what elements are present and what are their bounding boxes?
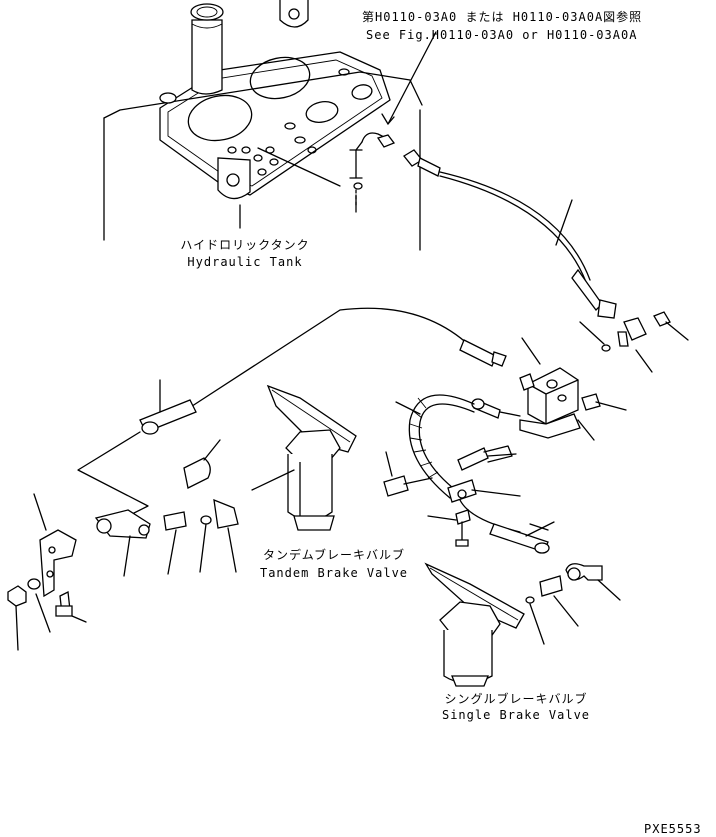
- reference-note-en: See Fig.H0110-03A0 or H0110-03A0A: [366, 28, 638, 42]
- tandem-brake-valve-label-en: Tandem Brake Valve: [259, 566, 409, 580]
- single-brake-valve-label-jp: シングルブレーキバルブ: [444, 692, 588, 706]
- single-brake-valve: [424, 562, 525, 687]
- drawing-code: PXE5553: [644, 822, 702, 836]
- hydraulic-tank-label-jp: ハイドロリックタンク: [180, 238, 310, 252]
- tandem-brake-valve: [94, 384, 357, 577]
- reference-note-jp: 第H0110-03A0 または H0110-03A0A図参照: [362, 10, 643, 24]
- tee-fitting: [579, 311, 689, 373]
- hydraulic-tank-label-en: Hydraulic Tank: [187, 255, 303, 269]
- brake-tube-long: [77, 307, 507, 523]
- single-brake-valve-label-en: Single Brake Valve: [441, 708, 591, 722]
- hose-tank-to-valve: [403, 149, 617, 319]
- hydraulic-tank: [103, 0, 437, 251]
- tube-to-single-valve: [427, 499, 621, 645]
- protective-spiral-hose: [383, 394, 521, 503]
- mounting-bracket: [7, 493, 87, 651]
- tandem-brake-valve-label-jp: タンデムブレーキバルブ: [262, 548, 406, 562]
- junction-block: [471, 337, 627, 441]
